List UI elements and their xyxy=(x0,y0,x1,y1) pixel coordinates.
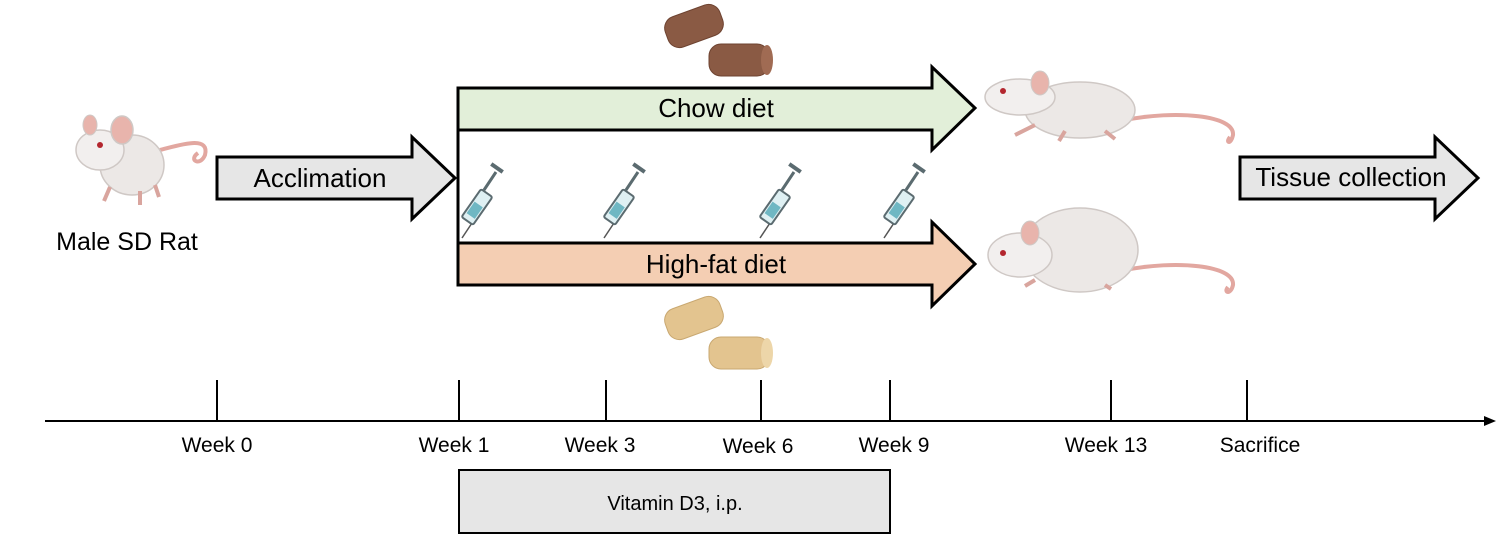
treatment-bar: Vitamin D3, i.p. xyxy=(458,469,891,534)
high-fat-diet-arrow: High-fat diet xyxy=(456,218,978,310)
tissue-collection-label: Tissue collection xyxy=(1255,162,1446,192)
chow-diet-arrow: Chow diet xyxy=(456,63,978,154)
tissue-collection-arrow: Tissue collection xyxy=(1238,133,1481,223)
syringe-icon xyxy=(882,160,928,240)
tick-label-week-1: Week 1 xyxy=(419,434,490,457)
tick-label-week-3: Week 3 xyxy=(565,434,636,457)
chow-pellet-icon xyxy=(664,3,773,77)
high-fat-diet-label: High-fat diet xyxy=(646,249,787,279)
tick-label-week-6: Week 6 xyxy=(723,435,794,458)
syringe-icon xyxy=(602,160,648,240)
syringe-icon xyxy=(758,160,804,240)
tick-label-week-9: Week 9 xyxy=(859,434,930,457)
rat-icon xyxy=(987,207,1235,294)
timeline-axis xyxy=(45,416,1496,426)
acclimation-label: Acclimation xyxy=(254,163,387,193)
rat-icon xyxy=(984,70,1235,144)
timeline-ticks xyxy=(216,380,1248,421)
tick-label-week-0: Week 0 xyxy=(182,434,253,457)
tick-label-week-13: Week 13 xyxy=(1065,434,1148,457)
high-fat-pellet-icon xyxy=(664,295,773,370)
treatment-label: Vitamin D3, i.p. xyxy=(607,493,742,515)
rat-icon xyxy=(75,114,208,205)
acclimation-arrow: Acclimation xyxy=(215,133,458,223)
syringe-icon xyxy=(460,160,506,240)
chow-diet-label: Chow diet xyxy=(658,93,774,123)
tick-label-sacrifice: Sacrifice xyxy=(1220,434,1301,457)
subject-label: Male SD Rat xyxy=(56,228,198,256)
